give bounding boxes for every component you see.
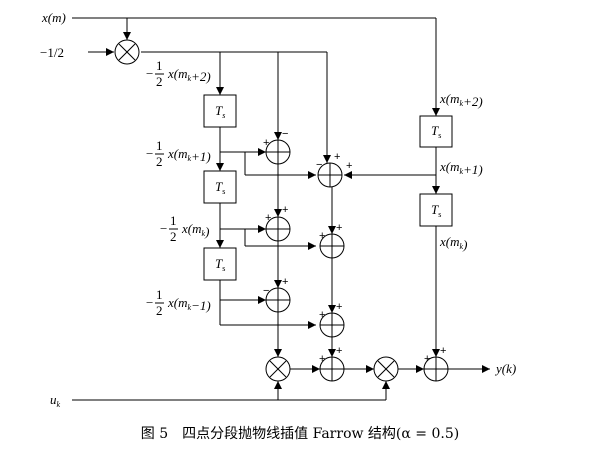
right-tap-label: x(mk) [439, 234, 467, 252]
svg-text:−: − [146, 66, 153, 81]
input-label-xm: x(m) [41, 10, 66, 25]
svg-text:−: − [282, 128, 288, 140]
svg-text:−: − [316, 159, 322, 171]
svg-text:+: + [319, 230, 325, 242]
svg-text:+: + [282, 276, 288, 288]
svg-text:2: 2 [156, 303, 163, 318]
svg-text:+: + [282, 204, 288, 216]
delay-box-right-1: Ts [419, 115, 453, 148]
adder-node-c1-r1 [265, 139, 291, 165]
tap-label: x(mk) [181, 221, 209, 239]
adder-node-bottom-1 [319, 356, 345, 382]
tap-label: x(mk+2) [167, 66, 211, 84]
adder-node-c2-r3 [319, 312, 345, 338]
output-label-yk: y(k) [494, 361, 516, 376]
svg-text:+: + [424, 353, 430, 365]
svg-text:+: + [336, 301, 342, 313]
adder-node-c2-r2 [319, 233, 345, 259]
coef-label-1: − 1 2 x(mk+2) [146, 58, 211, 89]
adder-node-c1-r2 [265, 216, 291, 242]
svg-text:+: + [334, 151, 340, 163]
delay-label: Ts [215, 103, 225, 120]
svg-text:Ts: Ts [215, 179, 225, 196]
right-tap-label: x(mk+2) [439, 91, 483, 109]
input-label-uk: uk [50, 392, 61, 409]
arrowheads [106, 32, 490, 389]
svg-text:+: + [265, 212, 271, 224]
svg-text:Ts: Ts [431, 123, 441, 140]
svg-text:−: − [263, 285, 269, 297]
svg-text:1: 1 [156, 287, 163, 302]
right-tap-label: x(mk+1) [439, 159, 483, 177]
svg-text:−: − [146, 295, 153, 310]
svg-text:Ts: Ts [431, 202, 441, 219]
adder-node-output [423, 356, 449, 382]
delay-box-left-1: Ts [203, 94, 237, 128]
svg-text:+: + [319, 309, 325, 321]
delay-box-right-2: Ts [419, 193, 453, 227]
tap-label: x(mk+1) [167, 146, 211, 164]
sign-labels: + − + + − + − + + + + + + + + + + [263, 128, 446, 365]
multiplier-node-1 [265, 356, 291, 382]
input-label-neg-half: −1/2 [40, 45, 64, 60]
svg-text:+: + [336, 345, 342, 357]
coef-label-2: − 1 2 x(mk+1) [146, 138, 211, 169]
multiplier-node-input [114, 39, 140, 65]
svg-text:+: + [263, 137, 269, 149]
tap-label: x(mk−1) [167, 295, 211, 313]
adder-node-c2-r1 [317, 162, 343, 188]
adder-node-c1-r3 [265, 287, 291, 313]
svg-text:1: 1 [170, 213, 177, 228]
svg-text:Ts: Ts [215, 256, 225, 273]
svg-text:1: 1 [156, 58, 163, 73]
coef-label-4: − 1 2 x(mk−1) [146, 287, 211, 318]
svg-text:+: + [336, 222, 342, 234]
svg-text:2: 2 [156, 74, 163, 89]
svg-text:2: 2 [170, 229, 177, 244]
figure-caption: 图 5 四点分段抛物线插值 Farrow 结构(α = 0.5) [141, 426, 459, 442]
multiplier-node-2 [373, 356, 399, 382]
svg-text:−: − [160, 221, 167, 236]
delay-box-left-3: Ts [203, 247, 237, 281]
svg-text:2: 2 [156, 154, 163, 169]
svg-text:+: + [319, 353, 325, 365]
svg-text:1: 1 [156, 138, 163, 153]
svg-text:−: − [146, 146, 153, 161]
svg-text:+: + [440, 345, 446, 357]
coef-label-3: − 1 2 x(mk) [160, 213, 209, 244]
delay-box-left-2: Ts [203, 170, 237, 204]
svg-text:+: + [346, 160, 352, 172]
